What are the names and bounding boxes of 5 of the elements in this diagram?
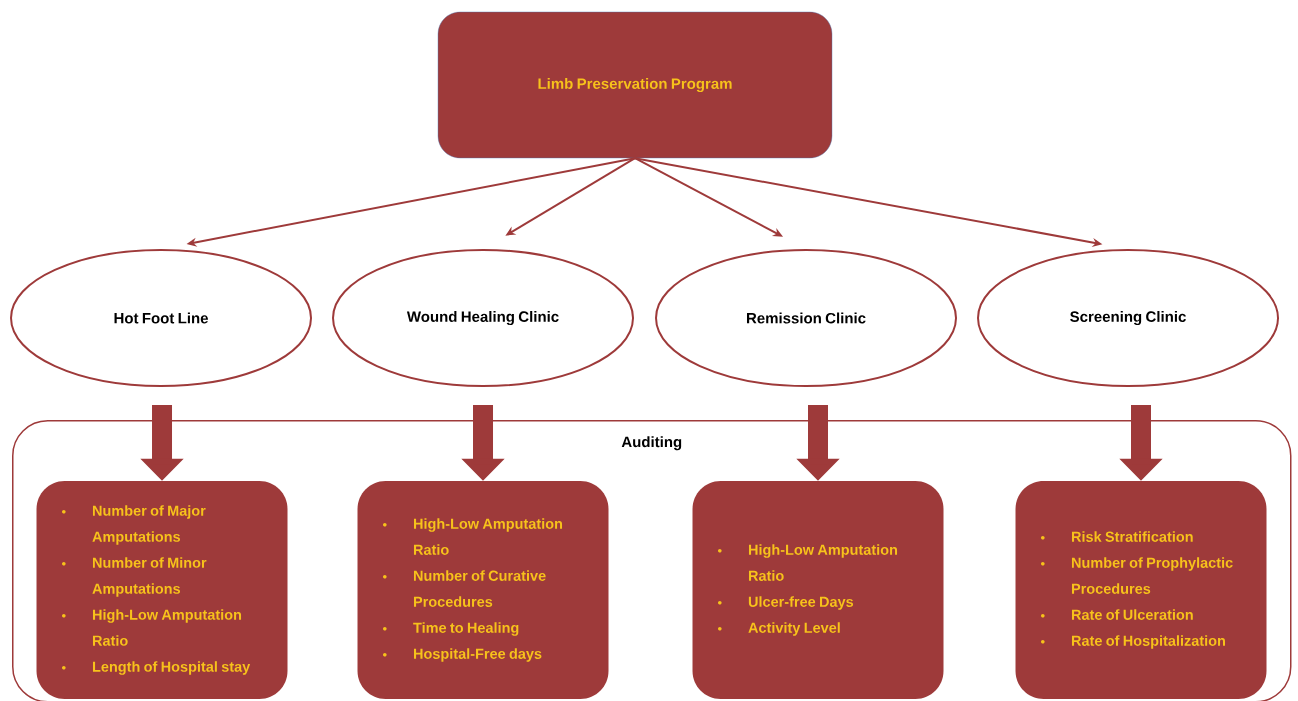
- metric-list-box: Number of Major Amputations Number of Minor Amputations High-Low Amputation Ratio Length of Hospital stay: [36, 481, 288, 699]
- metric-list-box: High-Low Amputation Ratio Ulcer-free Days Activity Level: [692, 481, 944, 699]
- metric-list-box: High-Low Amputation Ratio Number of Curative Procedures Time to Healing Hospital-Free days: [357, 481, 609, 699]
- program-box: Limb Preservation Program: [437, 11, 833, 159]
- metric-list-box: Risk Stratification Number of Prophylactic Procedures Rate of Ulceration Rate of Hospitalization: [1015, 481, 1267, 699]
